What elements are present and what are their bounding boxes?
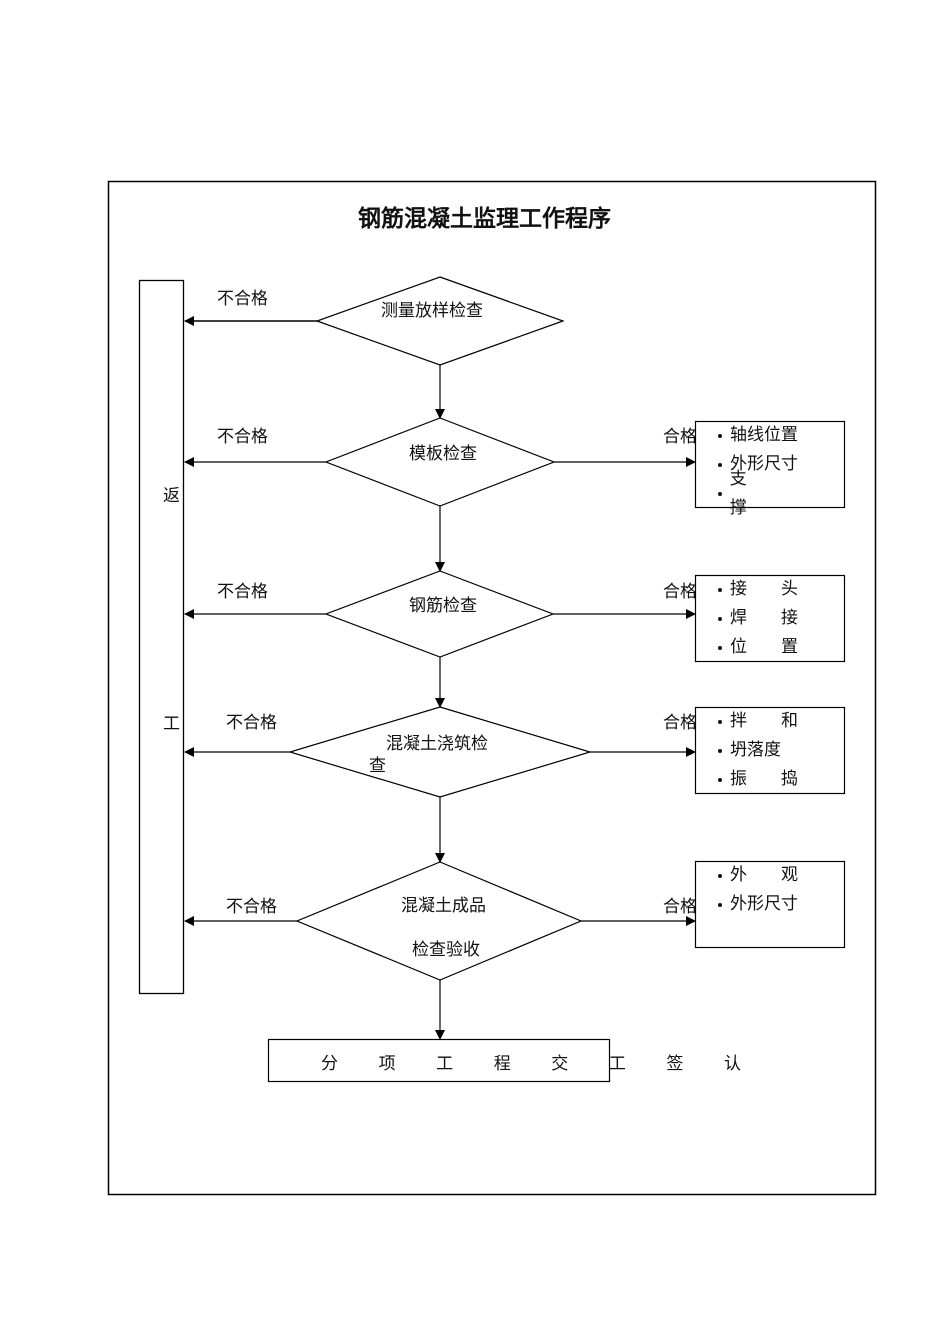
outer-frame [107, 180, 877, 1196]
checklist-item: 外形尺寸 [716, 890, 844, 919]
final-step-char: 工 [608, 1054, 626, 1074]
checklist-formwork: 轴线位置 外形尺寸 支 撑 [716, 421, 844, 518]
checklist-item: 接 头 [716, 575, 844, 604]
pass-label-acceptance: 合格 [663, 897, 695, 917]
final-step-char: 程 [493, 1054, 511, 1074]
bullet-icon [718, 462, 722, 467]
decision-diamond-survey [315, 276, 565, 366]
final-step-char: 交 [551, 1054, 569, 1074]
step-label-survey: 测量放样检查 [381, 301, 483, 321]
final-step-box [267, 1038, 611, 1083]
fail-label-pouring: 不合格 [226, 713, 277, 733]
pass-label-pouring: 合格 [663, 713, 695, 733]
final-step-char: 项 [378, 1054, 396, 1074]
bullet-icon [718, 748, 722, 753]
bullet-icon [718, 587, 722, 592]
step-label-acceptance-line-2: 检查验收 [412, 940, 480, 960]
bullet-icon [718, 873, 722, 878]
checklist-item: 振 捣 [716, 765, 844, 794]
checklist-item: 焊 接 [716, 604, 844, 633]
bullet-icon [718, 645, 722, 650]
checklist-rebar: 接 头 焊 接 位 置 [716, 575, 844, 662]
bullet-icon [718, 491, 722, 496]
step-label-formwork: 模板检查 [409, 444, 477, 464]
final-step-label: 分 项 工 程 交 工 签 认 [321, 1049, 741, 1074]
pass-label-formwork: 合格 [663, 427, 695, 447]
fail-label-formwork: 不合格 [217, 427, 268, 447]
step-label-pouring-line-2: 查 [369, 756, 386, 776]
final-step-char: 签 [666, 1054, 684, 1074]
checklist-item: 拌 和 [716, 707, 844, 736]
page-title: 钢筋混凝土监理工作程序 [358, 206, 611, 232]
rework-bar [138, 279, 185, 995]
bullet-icon [718, 777, 722, 782]
fail-label-acceptance: 不合格 [226, 897, 277, 917]
fail-label-rebar: 不合格 [217, 582, 268, 602]
step-label-pouring-line-1: 混凝土浇筑检 [386, 734, 488, 754]
bullet-icon [718, 719, 722, 724]
checklist-item: 外形尺寸 [716, 450, 844, 479]
fail-label-survey: 不合格 [217, 289, 268, 309]
checklist-item: 轴线位置 [716, 421, 844, 450]
checklist-item: 坍落度 [716, 736, 844, 765]
decision-diamond-acceptance [295, 861, 583, 981]
pass-label-rebar: 合格 [663, 582, 695, 602]
step-label-acceptance-line-1: 混凝土成品 [401, 896, 486, 916]
checklist-item: 位 置 [716, 633, 844, 662]
checklist-item: 外 观 [716, 861, 844, 890]
checklist-acceptance: 外 观 外形尺寸 [716, 861, 844, 919]
final-step-char: 工 [436, 1054, 454, 1074]
step-label-rebar: 钢筋检查 [409, 596, 477, 616]
bullet-icon [718, 433, 722, 438]
bullet-icon [718, 902, 722, 907]
rework-label-char-1: 返 [163, 486, 180, 506]
final-step-char: 认 [723, 1054, 741, 1074]
rework-label-char-2: 工 [163, 714, 180, 734]
checklist-item: 支 撑 [716, 469, 844, 518]
final-step-char: 分 [321, 1054, 338, 1074]
checklist-pouring: 拌 和 坍落度 振 捣 [716, 707, 844, 794]
bullet-icon [718, 616, 722, 621]
